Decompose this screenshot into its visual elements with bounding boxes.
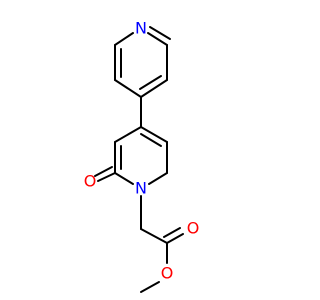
pyridinone-ring bbox=[114, 126, 168, 185]
ester-single-oxygen-label: O bbox=[161, 264, 174, 283]
bond bbox=[140, 133, 162, 147]
bond bbox=[140, 228, 168, 244]
bond bbox=[166, 233, 184, 244]
bond bbox=[114, 126, 142, 143]
pyridine-nitrogen-label: N bbox=[135, 19, 147, 38]
bond bbox=[163, 227, 181, 238]
bond bbox=[114, 32, 134, 46]
ester-carbonyl-oxygen-label: O bbox=[187, 219, 200, 238]
bond bbox=[147, 32, 168, 46]
bond bbox=[94, 166, 113, 177]
bond bbox=[139, 75, 162, 90]
pyridine-ring bbox=[114, 26, 171, 98]
bond bbox=[114, 172, 134, 185]
ring-carbonyl-oxygen-label: O bbox=[84, 172, 97, 191]
bond bbox=[140, 126, 168, 143]
molecule-diagram: N N O O O bbox=[84, 19, 200, 293]
bond bbox=[140, 281, 160, 293]
ring-nitrogen-label: N bbox=[135, 179, 147, 198]
bond bbox=[148, 172, 168, 185]
bond bbox=[97, 172, 116, 182]
bond bbox=[149, 26, 171, 40]
bond bbox=[114, 79, 142, 98]
bond bbox=[140, 79, 168, 98]
structure-canvas: N N O O O bbox=[84, 19, 200, 293]
